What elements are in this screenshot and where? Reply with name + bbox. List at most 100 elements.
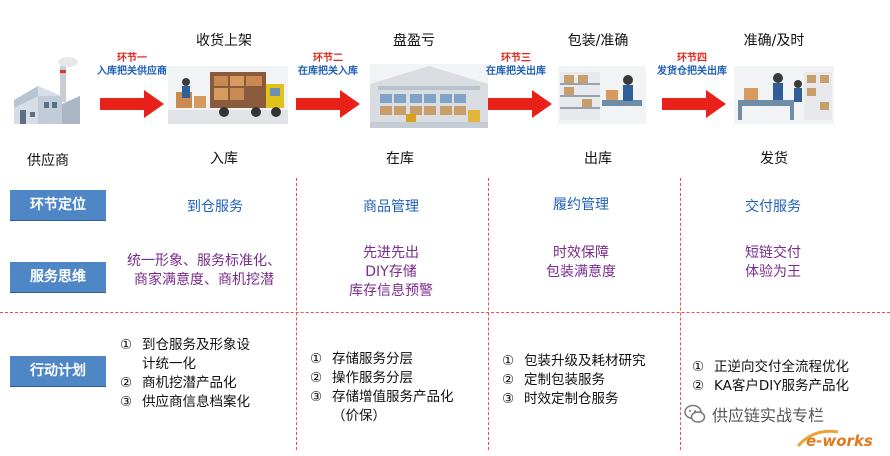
plan-2-item-2-num: ② xyxy=(310,370,323,386)
wechat-icon xyxy=(684,404,706,423)
plan-1-item-1-cont: 计统一化 xyxy=(120,355,292,374)
link-caption-2-subtitle: 在库把关入库 xyxy=(298,66,358,77)
thinking-2: 先进先出 DIY存储 库存信息预警 xyxy=(316,244,466,301)
thinking-2-line-3: 库存信息预警 xyxy=(349,283,433,299)
plan-3-item-3-num: ③ xyxy=(502,391,515,407)
plan-3-item-2-text: 定制包装服务 xyxy=(524,372,605,388)
row-label-service-thinking: 服务思维 xyxy=(10,262,106,292)
link-caption-1-title: 环节一 xyxy=(117,53,147,64)
thinking-1-line-2: 商家满意度、商机挖潜 xyxy=(134,272,274,288)
plan-1-item-1-text: 到仓服务及形象设 xyxy=(142,337,250,353)
plan-3-item-1-num: ① xyxy=(502,353,515,369)
link-caption-1: 环节一 入库把关供应商 xyxy=(86,52,178,78)
plan-2-item-3-cont-text: （价保） xyxy=(332,408,386,424)
row-label-action-plan: 行动计划 xyxy=(10,356,106,386)
plan-1-item-1-cont-text: 计统一化 xyxy=(142,356,196,372)
packing-station-image xyxy=(558,66,646,124)
plan-1-item-3-num: ③ xyxy=(120,394,133,410)
thinking-4-line-2: 体验为王 xyxy=(745,264,801,280)
watermark: 供应链实战专栏 e-works xyxy=(684,402,884,452)
truck-loading-image xyxy=(168,66,288,124)
plan-4: ① 正逆向交付全流程优化 ② KA客户DIY服务产品化 xyxy=(692,358,888,396)
stage-top-delivery: 准确/及时 xyxy=(743,33,805,49)
plan-2: ① 存储服务分层 ② 操作服务分层 ③ 存储增值服务产品化 （价保） xyxy=(310,350,486,426)
flow-arrow-1-icon xyxy=(100,90,164,118)
plan-2-item-1: ① 存储服务分层 xyxy=(310,350,486,369)
plan-3-item-3: ③ 时效定制仓服务 xyxy=(502,390,678,409)
link-caption-4-subtitle: 发货仓把关出库 xyxy=(657,66,727,77)
plan-4-item-2-text: KA客户DIY服务产品化 xyxy=(714,378,849,394)
plan-4-item-1-text: 正逆向交付全流程优化 xyxy=(714,359,849,375)
e-works-logo: e-works xyxy=(796,429,873,450)
plan-3-item-2: ② 定制包装服务 xyxy=(502,371,678,390)
thinking-2-line-2: DIY存储 xyxy=(365,264,417,280)
plan-1-item-3-text: 供应商信息档案化 xyxy=(142,394,250,410)
factory-icon xyxy=(8,56,84,128)
plan-2-item-1-num: ① xyxy=(310,351,323,367)
plan-2-item-1-text: 存储服务分层 xyxy=(332,351,413,367)
plan-4-item-1-num: ① xyxy=(692,359,705,375)
plan-1-item-2-text: 商机挖潜产品化 xyxy=(142,375,237,391)
thinking-3-line-1: 时效保障 xyxy=(553,245,609,261)
flow-arrow-3-icon xyxy=(488,90,552,118)
plan-1-item-1: ① 到仓服务及形象设 xyxy=(120,336,292,355)
flow-arrow-4-icon xyxy=(662,90,726,118)
plan-3: ① 包装升级及耗材研究 ② 定制包装服务 ③ 时效定制仓服务 xyxy=(502,352,678,409)
positioning-2: 商品管理 xyxy=(363,199,419,215)
column-separator-3 xyxy=(680,178,681,450)
thinking-3-line-2: 包装满意度 xyxy=(546,264,616,280)
plan-2-item-2-text: 操作服务分层 xyxy=(332,370,413,386)
link-caption-4: 环节四 发货仓把关出库 xyxy=(646,52,738,78)
thinking-1: 统一形象、服务标准化、 商家满意度、商机挖潜 xyxy=(112,252,296,290)
stage-supplier: 供应商 xyxy=(27,153,69,169)
thinking-4: 短链交付 体验为王 xyxy=(698,244,848,282)
watermark-text: 供应链实战专栏 xyxy=(712,406,825,425)
positioning-1: 到仓服务 xyxy=(187,199,243,215)
link-caption-2: 环节二 在库把关入库 xyxy=(286,52,370,78)
link-caption-4-title: 环节四 xyxy=(677,53,707,64)
stage-top-packing: 包装/准确 xyxy=(567,33,629,49)
dispatch-station-image xyxy=(734,66,834,124)
stage-inbound: 入库 xyxy=(210,151,238,167)
stage-top-receiving: 收货上架 xyxy=(196,33,252,49)
thinking-4-line-1: 短链交付 xyxy=(745,245,801,261)
plan-2-item-3-num: ③ xyxy=(310,389,323,405)
plan-4-item-2-num: ② xyxy=(692,378,705,394)
thinking-1-line-1: 统一形象、服务标准化、 xyxy=(127,253,281,269)
plan-3-item-3-text: 时效定制仓服务 xyxy=(524,391,619,407)
link-caption-3: 环节三 在库把关出库 xyxy=(474,52,558,78)
positioning-3: 履约管理 xyxy=(553,197,609,213)
warehouse-storage-image xyxy=(370,64,488,128)
column-separator-2 xyxy=(488,178,489,450)
thinking-2-line-1: 先进先出 xyxy=(363,245,419,261)
link-caption-2-title: 环节二 xyxy=(313,53,343,64)
plan-1-item-2: ② 商机挖潜产品化 xyxy=(120,374,292,393)
plan-4-item-2: ② KA客户DIY服务产品化 xyxy=(692,377,888,396)
positioning-4: 交付服务 xyxy=(745,199,801,215)
flow-arrow-2-icon xyxy=(296,90,360,118)
svg-text:e-works: e-works xyxy=(806,432,873,450)
plan-4-item-1: ① 正逆向交付全流程优化 xyxy=(692,358,888,377)
plan-1: ① 到仓服务及形象设 计统一化 ② 商机挖潜产品化 ③ 供应商信息档案化 xyxy=(120,336,292,412)
row-separator xyxy=(0,312,890,313)
stage-top-inventory-count: 盘盈亏 xyxy=(393,33,435,49)
plan-3-item-2-num: ② xyxy=(502,372,515,388)
plan-1-item-3: ③ 供应商信息档案化 xyxy=(120,393,292,412)
plan-1-item-2-num: ② xyxy=(120,375,133,391)
link-caption-1-subtitle: 入库把关供应商 xyxy=(97,66,167,77)
plan-3-item-1-text: 包装升级及耗材研究 xyxy=(524,353,646,369)
link-caption-3-title: 环节三 xyxy=(501,53,531,64)
plan-2-item-3-cont: （价保） xyxy=(310,407,486,426)
thinking-3: 时效保障 包装满意度 xyxy=(506,244,656,282)
link-caption-3-subtitle: 在库把关出库 xyxy=(486,66,546,77)
row-label-positioning: 环节定位 xyxy=(10,190,106,220)
plan-2-item-3: ③ 存储增值服务产品化 xyxy=(310,388,486,407)
plan-2-item-3-text: 存储增值服务产品化 xyxy=(332,389,454,405)
plan-2-item-2: ② 操作服务分层 xyxy=(310,369,486,388)
stage-outbound: 出库 xyxy=(584,151,612,167)
stage-in-stock: 在库 xyxy=(386,151,414,167)
plan-1-item-1-num: ① xyxy=(120,337,133,353)
stage-shipping: 发货 xyxy=(760,151,788,167)
plan-3-item-1: ① 包装升级及耗材研究 xyxy=(502,352,678,371)
column-separator-1 xyxy=(296,178,297,450)
